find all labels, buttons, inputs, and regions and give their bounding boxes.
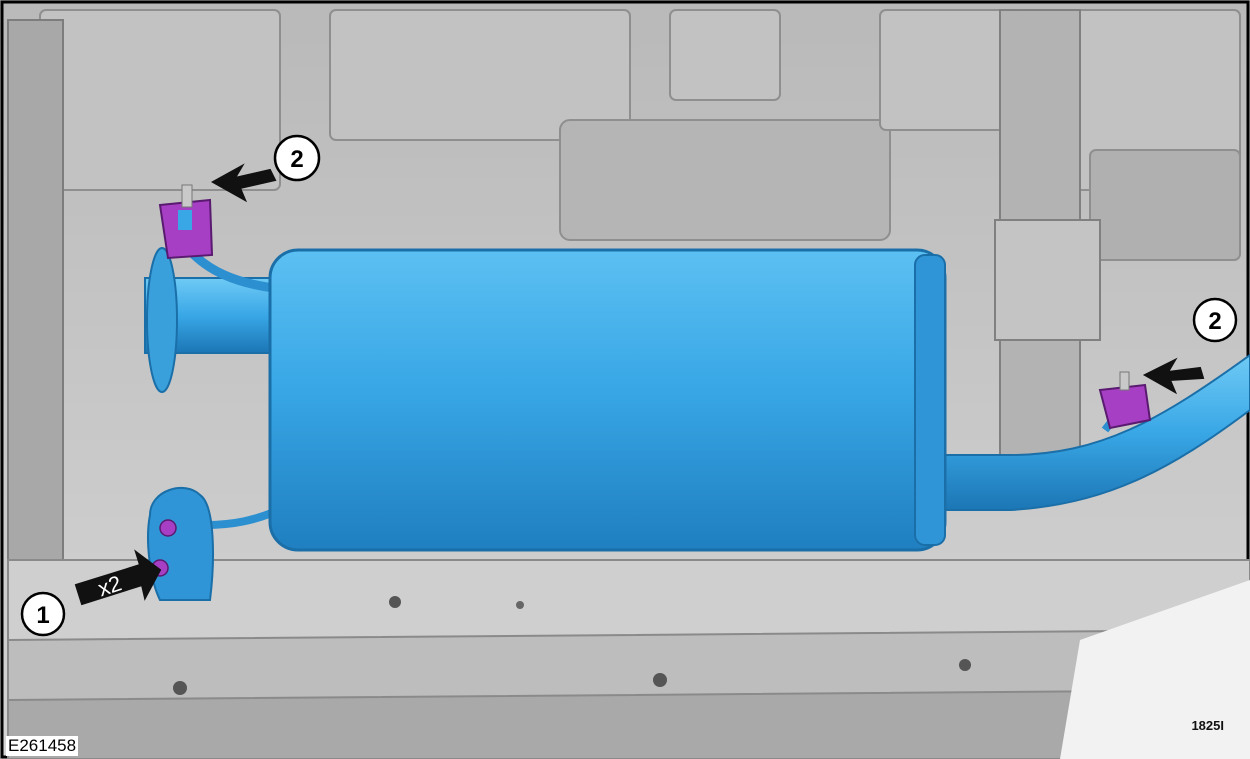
figure-id: E261458 [6, 736, 79, 756]
front-isolator [158, 184, 214, 260]
rear-isolator [1098, 371, 1152, 430]
inlet-flange [146, 247, 178, 393]
muffler-end-cap [914, 254, 946, 546]
lower-frame-rail [7, 559, 1250, 759]
callout-number: 2 [290, 146, 303, 173]
callout-circle-icon [20, 591, 66, 637]
view-code: 1825I [1191, 718, 1224, 733]
tailpipe [929, 353, 1250, 511]
callout-2-front: 2 [210, 134, 321, 203]
floor-panels [39, 9, 1241, 261]
left-rail [7, 19, 64, 621]
bolt-upper [159, 519, 177, 537]
open-area [1060, 580, 1250, 759]
callout-1: x2 1 [20, 549, 162, 637]
callout-number: 2 [1208, 308, 1221, 335]
callout-number: 1 [36, 602, 49, 629]
crossmember [994, 9, 1101, 491]
pointer-arrow-icon [74, 549, 162, 606]
callout-2-rear: 2 [1142, 297, 1238, 395]
callout-circle-icon [1192, 297, 1238, 343]
muffler [268, 248, 947, 552]
pointer-arrow-icon [210, 163, 277, 203]
callout-circle-icon [273, 134, 321, 182]
pointer-arrow-icon [1142, 357, 1205, 395]
front-bracket [147, 486, 214, 601]
